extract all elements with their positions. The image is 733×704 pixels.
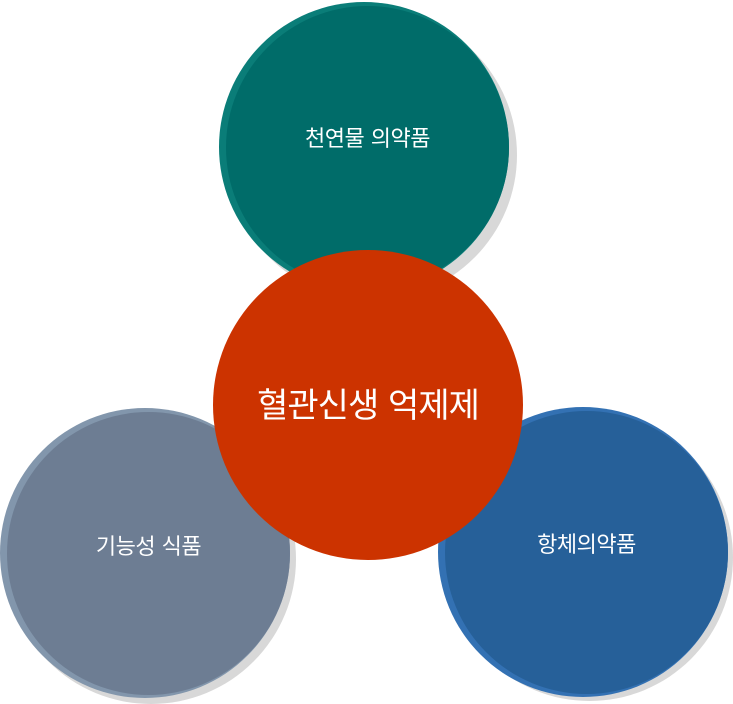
natural-medicine-circle: 천연물 의약품 bbox=[226, 6, 509, 289]
functional-food-label: 기능성 식품 bbox=[95, 534, 202, 560]
antibody-drug-label: 항체의약품 bbox=[537, 532, 636, 558]
angiogenesis-inhibitor-label: 혈관신생 억제제 bbox=[257, 386, 480, 426]
angiogenesis-inhibitor-circle: 혈관신생 억제제 bbox=[213, 250, 523, 560]
functional-food-circle: 기능성 식품 bbox=[7, 412, 290, 695]
natural-medicine-label: 천연물 의약품 bbox=[305, 126, 430, 152]
